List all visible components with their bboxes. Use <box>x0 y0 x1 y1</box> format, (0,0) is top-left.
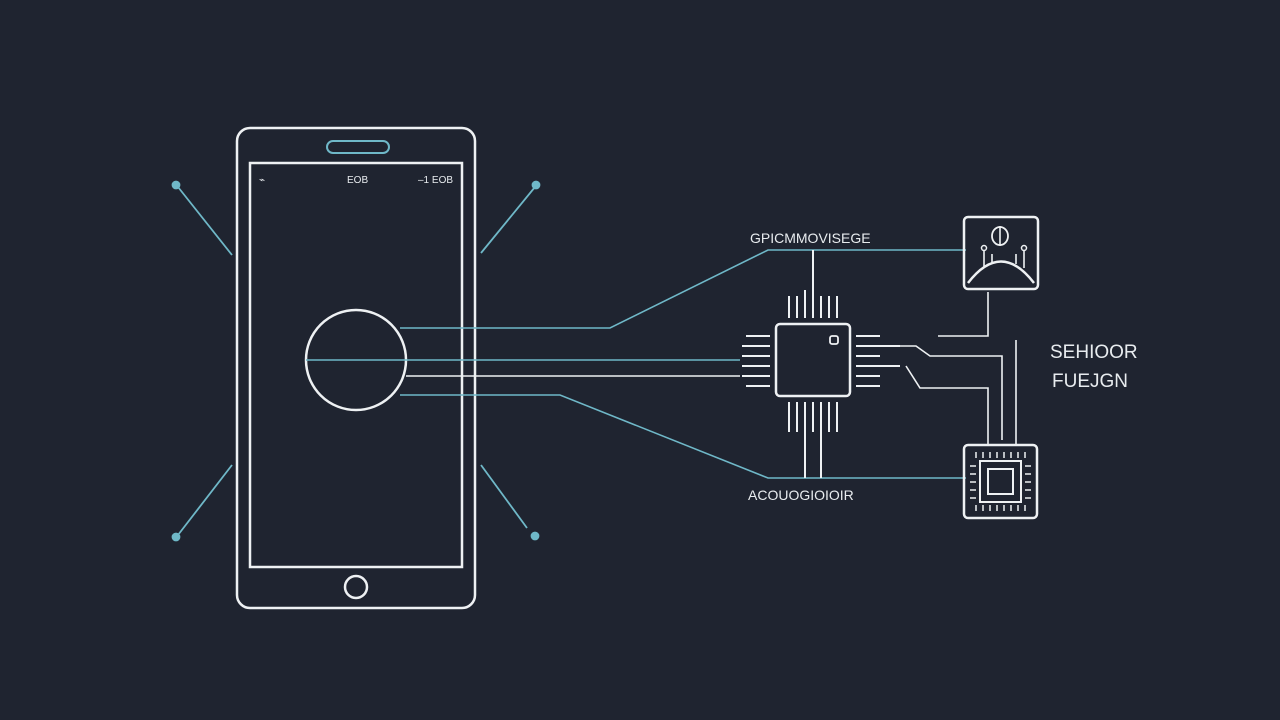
ray-dot <box>531 180 541 190</box>
phone-screen <box>248 161 464 569</box>
sensor-chip-core <box>979 460 1022 503</box>
chip-to-top-sensor <box>938 292 989 337</box>
chip-pins-bottom <box>788 402 838 478</box>
chip-body <box>774 322 852 398</box>
smartphone-icon <box>235 126 477 610</box>
chip-pins-left <box>742 335 770 387</box>
dome-shape <box>967 260 1035 284</box>
sensor-chip-frame <box>962 443 1039 520</box>
label-top: GPICMMOVISEGE <box>750 230 871 246</box>
connection-lines <box>306 249 966 479</box>
home-button <box>343 574 369 600</box>
ray-dot <box>171 180 181 190</box>
ray-dot <box>171 532 181 542</box>
sensor-connection-lines <box>900 292 1017 446</box>
phone-speaker <box>326 140 390 154</box>
bottom-signal-line <box>400 394 966 479</box>
sensor-chip-pins <box>970 452 1031 511</box>
status-left: ⌁ <box>259 175 265 186</box>
sensor-chip-icon <box>962 443 1039 520</box>
chip-pins-top <box>788 250 838 318</box>
top-signal-line <box>400 249 966 329</box>
chip-to-bottom-sensor-2 <box>905 365 989 445</box>
chip-to-bottom-sensor <box>900 345 1003 440</box>
sensor-dome-icon <box>962 215 1040 291</box>
phone-body <box>235 126 477 610</box>
chip-notch <box>829 335 839 345</box>
ray-dot <box>530 531 540 541</box>
chip-pins-right <box>856 335 900 387</box>
label-right-line1: SEHIOOR <box>1050 342 1138 363</box>
label-right-line2: FUEJGN <box>1052 371 1128 392</box>
status-right: –1 EOB <box>418 175 453 186</box>
status-center: EOB <box>347 175 368 186</box>
processor-chip-icon <box>742 250 900 478</box>
dome-sensor-frame <box>962 215 1040 291</box>
sensor-chip-inner <box>987 468 1014 495</box>
label-bottom: ACOUOGIOIOIR <box>748 487 854 503</box>
signal-rays <box>171 180 541 542</box>
